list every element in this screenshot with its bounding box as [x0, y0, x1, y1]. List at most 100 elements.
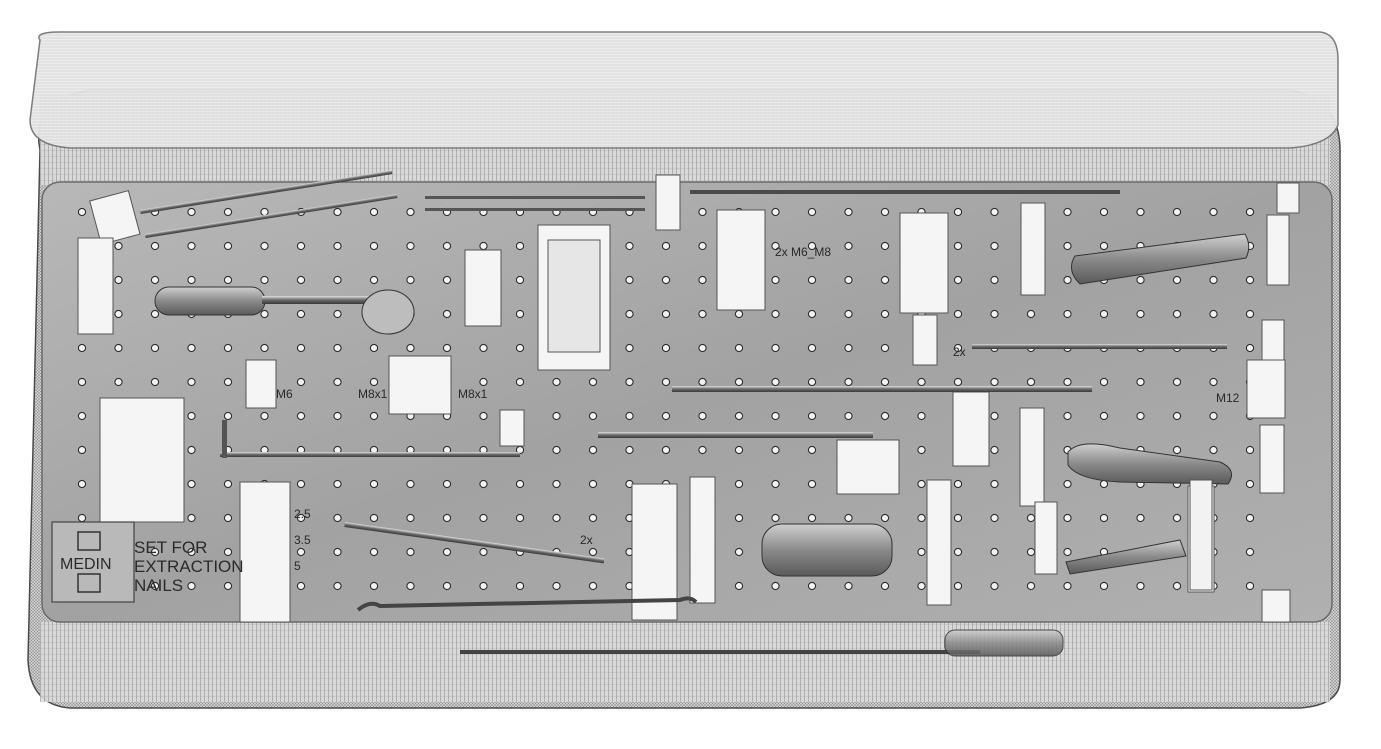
tray-hole [990, 411, 999, 421]
tray-hole [479, 513, 488, 523]
tray-hole [406, 581, 415, 591]
tray-hole [1172, 377, 1182, 387]
tray-hole [771, 581, 780, 591]
tray-hole [661, 343, 671, 353]
tray-hole [515, 275, 525, 285]
tray-hole [114, 343, 123, 353]
tray-hole [1136, 411, 1145, 421]
tray-hole [260, 411, 269, 421]
lid [29, 31, 1339, 149]
tray-hole [1245, 479, 1255, 489]
tray-hole [771, 479, 780, 489]
tray-hole [296, 479, 306, 489]
tray-hole [880, 513, 890, 523]
tray-hole [588, 581, 598, 591]
tray-hole [150, 581, 160, 591]
set-title-line-3: NAILS [134, 576, 183, 595]
tray-hole [1245, 445, 1255, 455]
tray-hole [880, 411, 890, 421]
tray-hole [187, 513, 196, 523]
tray-hole [150, 377, 160, 387]
perforated-tray-plate [41, 181, 1333, 623]
tray-hole [1136, 309, 1145, 319]
tray-hole [77, 411, 87, 421]
tray-hole [625, 343, 634, 353]
tray-hole [515, 241, 525, 251]
tray-hole [369, 547, 379, 557]
tray-hole [734, 445, 744, 455]
tray-hole [734, 513, 744, 523]
tray-hole [552, 513, 561, 523]
tray-hole [1136, 275, 1145, 285]
tray-hole [807, 241, 817, 251]
tray-hole [442, 581, 452, 591]
tray-hole [515, 343, 525, 353]
label-size-3-5: 3.5 [294, 533, 311, 547]
tray-hole [187, 241, 196, 251]
tray-hole [771, 275, 780, 285]
tray-hole [77, 207, 87, 217]
tray-hole [1063, 513, 1072, 523]
tray-hole [77, 343, 87, 353]
tray-hole [1026, 513, 1036, 523]
label-m6: M6 [276, 387, 293, 401]
tray-hole [1063, 581, 1072, 591]
tray-hole [442, 479, 452, 489]
tray-hole [260, 309, 269, 319]
tray-hole [187, 445, 196, 455]
tray-hole [953, 309, 963, 319]
tray-hole [442, 513, 452, 523]
tray-hole [1209, 377, 1218, 387]
label-size-2-5: 2.5 [294, 507, 311, 521]
tray-hole [1099, 207, 1109, 217]
tray-hole [734, 581, 744, 591]
tray-hole [114, 377, 123, 387]
tray-hole [296, 309, 306, 319]
tray-hole [296, 275, 306, 285]
tray-hole [515, 513, 525, 523]
tray-hole [515, 479, 525, 489]
top-rods [140, 170, 1120, 238]
tray-hole [698, 445, 707, 455]
tray-hole [844, 241, 853, 251]
tray-hole [1063, 479, 1072, 489]
tray-hole [734, 309, 744, 319]
tray-hole [698, 207, 707, 217]
tray-hole [917, 445, 926, 455]
tray-hole [333, 309, 342, 319]
tray-hole [479, 241, 488, 251]
logo-text: MEDIN [60, 556, 112, 573]
tray-hole [552, 377, 561, 387]
tray-hole [479, 479, 488, 489]
tray-hole [953, 581, 963, 591]
tray-hole [990, 581, 999, 591]
tray-hole [771, 411, 780, 421]
tray-hole [844, 275, 853, 285]
tray-hole [698, 275, 707, 285]
tray-hole [150, 241, 160, 251]
tray-hole [807, 343, 817, 353]
tray-hole [1209, 445, 1218, 455]
tray-hole [1172, 309, 1182, 319]
tray-hole [990, 445, 999, 455]
tray-hole [734, 547, 744, 557]
tray-hole [187, 377, 196, 387]
tray-hole [1172, 275, 1182, 285]
tray-hole [369, 275, 379, 285]
tray-hole [260, 343, 269, 353]
middle-rods [220, 344, 1227, 458]
tray-hole [1063, 547, 1072, 557]
tray-hole [150, 343, 160, 353]
tray-hole [1245, 581, 1255, 591]
tray-hole [406, 343, 415, 353]
tray-hole [734, 479, 744, 489]
bottom-tools [344, 522, 1187, 657]
tray-hole [771, 241, 780, 251]
tray-hole [552, 445, 561, 455]
label-m12: M12 [1216, 391, 1240, 405]
tray-hole [77, 445, 87, 455]
tray-hole [515, 309, 525, 319]
tray-hole [698, 411, 707, 421]
tray-hole [990, 479, 999, 489]
